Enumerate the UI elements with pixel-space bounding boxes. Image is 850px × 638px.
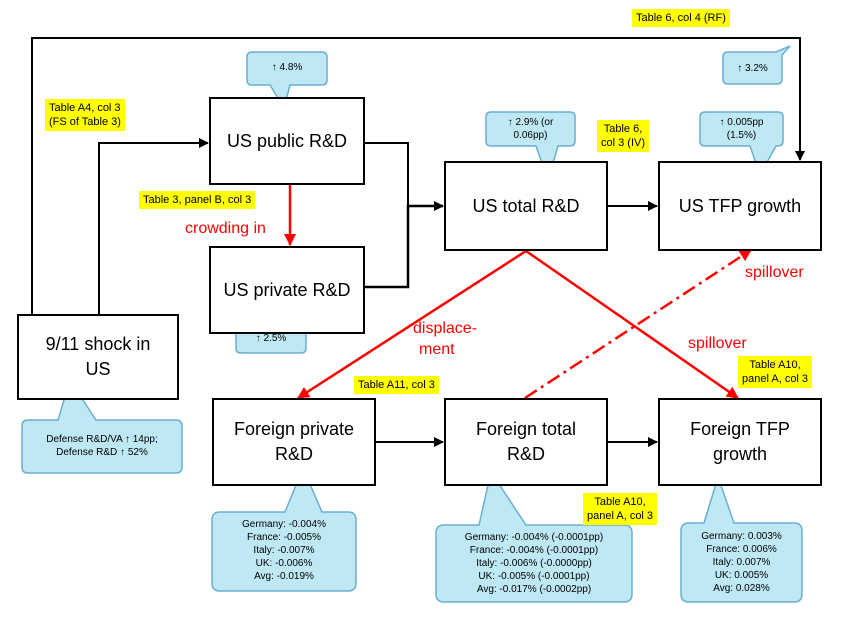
edge-private-to-total [364, 201, 444, 289]
callout-foreign-tfp-line: France: 0.006% [706, 544, 777, 555]
tag-tableA4-col3: Table A4, col 3 (FS of Table 3) [45, 99, 125, 131]
callout-foreign-total-line: Germany: -0.004% (-0.0001pp) [464, 532, 604, 543]
tag-table6-col4: Table 6, col 4 (RF) [632, 9, 730, 27]
callout-foreign-total-line: UK: -0.005% (-0.0001pp) [478, 571, 590, 582]
callout-foreign-tfp-line: Italy: 0.007% [712, 557, 771, 568]
tag-tableA10-bottom-line2: panel A, col 3 [587, 510, 654, 522]
tag-tableA10-bottom-line1: Table A10, [594, 496, 646, 508]
callout-foreign-private: Germany: -0.004% France: -0.005% Italy: … [212, 518, 356, 583]
node-us-public-rd-label: US public R&D [226, 130, 348, 151]
node-us-total-rd: US total R&D [444, 161, 608, 251]
callout-rf-line: ↑ 3.2% [737, 63, 768, 74]
node-foreign-private-rd-label: Foreign private R&D [233, 419, 355, 464]
edge-shock-to-us-tfp [31, 37, 805, 314]
node-foreign-tfp-growth: Foreign TFP growth [658, 398, 822, 486]
edge-spillover-us [524, 248, 752, 400]
node-shock: 9/11 shock in US [17, 314, 179, 400]
tag-tableA10-top: Table A10, panel A, col 3 [738, 356, 813, 388]
callout-foreign-private-line: France: -0.005% [247, 532, 321, 543]
callout-tfp-line: ↑ 0.005pp [719, 117, 764, 128]
node-us-tfp-growth-label: US TFP growth [678, 195, 802, 216]
label-spillover-foreign: spillover [688, 335, 747, 352]
tag-table3-panelB-text: Table 3, panel B, col 3 [143, 194, 252, 206]
callout-foreign-total-line: France: -0.004% (-0.0001pp) [469, 545, 599, 556]
callout-public-line: ↑ 4.8% [271, 62, 303, 73]
callout-bubble-shock [21, 378, 183, 474]
callout-tfp: ↑ 0.005pp (1.5%) [700, 116, 783, 142]
edge-public-to-total [364, 142, 409, 206]
node-foreign-tfp-growth-label: Foreign TFP growth [690, 419, 790, 464]
node-shock-label: 9/11 shock in US [45, 334, 151, 379]
label-crowding-in: crowding in [185, 220, 266, 237]
tag-tableA10-top-line2: panel A, col 3 [742, 373, 809, 385]
callout-total: ↑ 2.9% (or 0.06pp) [486, 116, 575, 142]
callout-bubble-foreign-tfp [680, 474, 803, 603]
node-foreign-total-rd: Foreign total R&D [444, 398, 608, 486]
tag-tableA4-line2: (FS of Table 3) [49, 116, 121, 128]
tag-tableA11-text: Table A11, col 3 [358, 379, 435, 391]
edge-spillover-foreign [525, 249, 739, 400]
callout-foreign-total-line: Italy: -0.006% (-0.0000pp) [476, 558, 592, 569]
callout-bubble-rf [722, 45, 791, 85]
tag-table6-col4-text: Table 6, col 4 (RF) [636, 12, 726, 24]
tag-table6-col3: Table 6, col 3 (IV) [597, 120, 650, 152]
callout-tfp-line: (1.5%) [726, 130, 757, 141]
callout-foreign-private-line: UK: -0.006% [255, 558, 313, 569]
edge-displacement [297, 249, 527, 400]
label-spillover-us: spillover [745, 264, 804, 281]
callout-total-line: ↑ 2.9% (or [507, 117, 554, 128]
tag-tableA4-line1: Table A4, col 3 [49, 102, 121, 114]
tag-table3-panelB: Table 3, panel B, col 3 [139, 191, 256, 209]
edge-shock-to-us-public [98, 138, 209, 314]
callout-foreign-tfp-line: Germany: 0.003% [701, 531, 782, 542]
callout-foreign-private-line: Germany: -0.004% [242, 519, 326, 530]
node-us-public-rd: US public R&D [209, 97, 365, 185]
callout-foreign-total: Germany: -0.004% (-0.0001pp) France: -0.… [436, 531, 632, 596]
node-foreign-private-rd: Foreign private R&D [212, 398, 376, 486]
callout-foreign-private-line: Italy: -0.007% [253, 545, 315, 556]
callout-foreign-total-line: Avg: -0.017% (-0.0002pp) [476, 584, 592, 595]
callout-rf: ↑ 3.2% [723, 62, 782, 75]
tag-table6-col3-line1: Table 6, [603, 123, 643, 135]
node-foreign-total-rd-label: Foreign total R&D [475, 419, 577, 464]
callout-shock-line: Defense R&D ↑ 52% [56, 447, 148, 458]
callout-private-line: ↑ 2.5% [255, 333, 287, 344]
callout-total-line: 0.06pp) [513, 130, 548, 141]
tag-tableA11-col3: Table A11, col 3 [354, 376, 439, 394]
callout-foreign-tfp-line: Avg: 0.028% [713, 583, 770, 594]
callout-shock: Defense R&D/VA ↑ 14pp; Defense R&D ↑ 52% [22, 433, 182, 459]
label-displacement-line2: ment [419, 341, 455, 358]
callout-foreign-tfp: Germany: 0.003% France: 0.006% Italy: 0.… [681, 530, 802, 595]
node-us-private-rd: US private R&D [209, 246, 365, 334]
tag-table6-col3-line2: col 3 (IV) [601, 137, 646, 149]
callout-public: ↑ 4.8% [247, 61, 327, 74]
callout-foreign-private-line: Avg: -0.019% [254, 571, 314, 582]
tag-tableA10-top-line1: Table A10, [749, 359, 801, 371]
tag-tableA10-bottom: Table A10, panel A, col 3 [583, 493, 658, 525]
callout-bubble-foreign-total [435, 470, 633, 603]
label-displacement-line1: displace- [413, 320, 478, 337]
callout-bubble-tfp [699, 111, 784, 177]
label-displacement: displace- ment [413, 318, 477, 360]
callout-shock-line: Defense R&D/VA ↑ 14pp; [46, 434, 158, 445]
node-us-private-rd-label: US private R&D [223, 279, 351, 300]
node-us-tfp-growth: US TFP growth [658, 161, 822, 251]
node-us-total-rd-label: US total R&D [472, 195, 580, 216]
callout-bubble-foreign-private [211, 466, 357, 592]
callout-bubble-public [246, 51, 328, 110]
callout-private: ↑ 2.5% [236, 332, 306, 345]
callout-foreign-tfp-line: UK: 0.005% [714, 570, 769, 581]
